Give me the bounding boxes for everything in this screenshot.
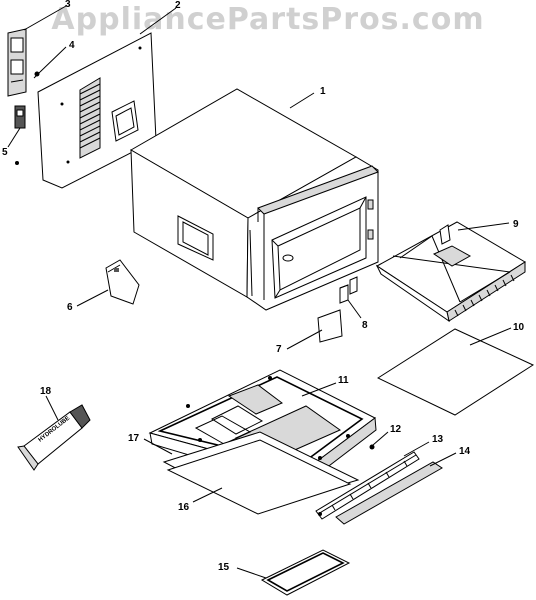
part-bottom-panel — [166, 439, 352, 515]
part-rear-panel — [37, 32, 157, 189]
part-tray — [375, 221, 526, 323]
callout-13: 13 — [432, 434, 444, 445]
part-strip — [335, 461, 443, 525]
callout-8: 8 — [362, 320, 368, 331]
part-pad — [317, 309, 343, 343]
callout-4: 4 — [69, 40, 75, 51]
callout-12: 12 — [390, 424, 402, 435]
callout-3: 3 — [65, 0, 71, 10]
callout-7: 7 — [276, 344, 282, 355]
callout-6: 6 — [67, 302, 73, 313]
callout-1: 1 — [320, 86, 326, 97]
callout-16: 16 — [178, 502, 190, 513]
callout-11: 11 — [338, 375, 349, 386]
part-screw-2 — [369, 444, 375, 450]
callout-14: 14 — [459, 446, 471, 457]
part-oven-cavity — [130, 88, 379, 311]
callout-2: 2 — [175, 0, 181, 11]
callout-9: 9 — [513, 219, 519, 230]
callout-15: 15 — [218, 562, 230, 573]
callout-10: 10 — [513, 322, 525, 333]
part-rail — [315, 451, 420, 520]
part-cover-plate — [105, 259, 140, 305]
part-bracket — [7, 28, 27, 97]
part-sheet — [376, 328, 535, 416]
part-lube-tube: HYDROLUBE — [17, 404, 91, 471]
leader-lines — [7, 5, 512, 579]
part-screw — [33, 71, 41, 79]
part-spacers — [339, 276, 358, 304]
callout-5: 5 — [2, 147, 8, 158]
part-rack — [260, 549, 351, 596]
part-clip — [14, 105, 26, 129]
callout-18: 18 — [40, 386, 52, 397]
callout-17: 17 — [128, 433, 140, 444]
callout-labels: 1 2 3 4 5 6 7 8 9 10 11 12 13 14 15 16 1… — [2, 0, 525, 573]
